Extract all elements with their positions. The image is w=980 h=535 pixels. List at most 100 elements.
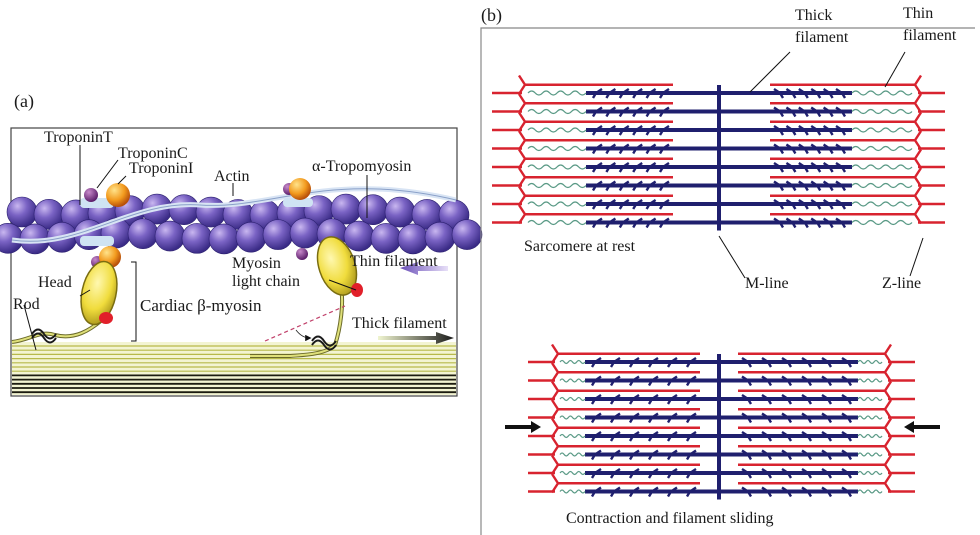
myosin-head [822, 143, 834, 155]
myosin-head [591, 162, 603, 173]
myosin-head [645, 143, 657, 155]
myosin-head [666, 412, 678, 424]
angle-dashed-line [264, 305, 346, 342]
myosin-head [609, 394, 621, 405]
myosin-head [841, 394, 853, 405]
z-line [913, 111, 923, 132]
myosin-head [841, 412, 853, 424]
myosin-head [821, 486, 833, 498]
titin-spring [559, 433, 586, 439]
label-thick-filament-b1: Thick [795, 7, 833, 24]
myosin-head [841, 357, 853, 368]
titin-spring [857, 415, 883, 420]
myosin-head [605, 125, 617, 136]
myosin-head [685, 394, 697, 405]
z-line [517, 185, 527, 206]
myosin-head [618, 88, 630, 99]
actin-bead [451, 219, 483, 250]
myosin-head [781, 449, 793, 461]
myosin-head [810, 143, 822, 155]
myosin-head [810, 199, 822, 210]
myosin-head [605, 88, 617, 99]
z-line [517, 167, 527, 188]
myosin-head [781, 357, 793, 368]
myosin-head [658, 180, 670, 192]
myosin-head [785, 199, 797, 210]
myosin-head [835, 199, 847, 210]
myosin-head [605, 180, 617, 192]
myosin-head [685, 375, 697, 387]
myosin-head [685, 449, 697, 461]
z-line [913, 74, 923, 95]
myosin-head [761, 431, 773, 442]
myosin-head [666, 357, 678, 368]
myosin-head [810, 162, 822, 173]
myosin-head [666, 394, 678, 405]
myosin-head [658, 217, 670, 229]
myosin-head-right [316, 236, 358, 296]
thick-filament-arrow [378, 332, 454, 344]
myosin-head [618, 106, 630, 118]
myosin-head [773, 199, 785, 210]
myosin-head [591, 106, 603, 118]
titin-spring [857, 433, 883, 439]
myosin-head [605, 162, 617, 173]
z-line [517, 74, 527, 95]
label-m-line: M-line [745, 275, 789, 292]
myosin-head [591, 143, 603, 155]
myosin-head [822, 125, 834, 136]
titin-spring [559, 378, 586, 383]
myosin-head [822, 199, 834, 210]
myosin-head [590, 394, 602, 405]
myosin-head [590, 357, 602, 368]
myosin-head [773, 125, 785, 136]
titin-spring [851, 90, 913, 96]
z-line [913, 130, 923, 151]
titin-spring [527, 201, 587, 207]
label-thick-filament-b2: filament [795, 29, 849, 46]
myosin-head [685, 468, 697, 479]
myosin-head [591, 88, 603, 99]
myosin-head [821, 468, 833, 479]
myosin-head [773, 143, 785, 155]
myosin-head [685, 486, 697, 498]
z-line [517, 148, 527, 169]
z-line [883, 343, 893, 364]
label-sarcomere-rest: Sarcomere at rest [524, 238, 636, 255]
z-line [550, 417, 560, 438]
z-line [517, 93, 527, 114]
label-troponin-t: TroponinT [44, 129, 113, 146]
myosin-head [781, 468, 793, 479]
myosin-head [801, 431, 813, 442]
myosin-head [781, 394, 793, 405]
myosin-head [658, 106, 670, 118]
myosin-head [645, 162, 657, 173]
troponin-i-ball [106, 183, 130, 207]
myosin-head [822, 106, 834, 118]
myosin-head [609, 449, 621, 461]
myosin-head [632, 125, 643, 136]
myosin-head [821, 357, 833, 368]
z-line [913, 93, 923, 114]
myosin-head [821, 449, 833, 461]
myosin-head [741, 449, 753, 461]
myosin-head [628, 486, 640, 498]
z-line [517, 111, 527, 132]
myosin-head [785, 162, 797, 173]
z-line [517, 130, 527, 151]
myosin-head [632, 88, 643, 99]
myosin-head [605, 199, 617, 210]
myosin-head [761, 357, 773, 368]
myosin-head [798, 143, 809, 155]
myosin-head [841, 486, 853, 498]
label-troponin-c: TroponinC [118, 145, 188, 162]
myosin-head [785, 125, 797, 136]
myosin-head [822, 162, 834, 173]
titin-spring [527, 145, 587, 152]
myosin-head [773, 180, 785, 192]
myosin-head [658, 199, 670, 210]
myosin-head [741, 468, 753, 479]
myosin-head [645, 88, 657, 99]
myosin-head [605, 217, 617, 229]
